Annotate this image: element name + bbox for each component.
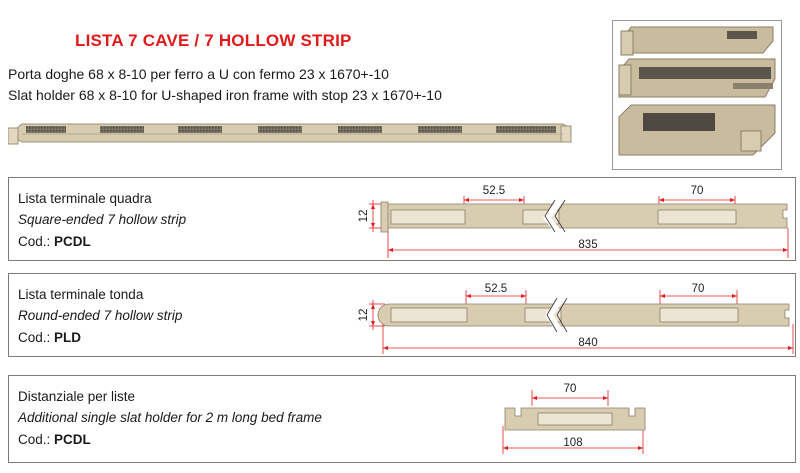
section-name-italian: Lista terminale quadra xyxy=(18,191,152,206)
height-dimension: 12 xyxy=(358,309,370,322)
round-ended-drawing: 52.5 70 840 12 xyxy=(358,283,794,354)
code-value: PLD xyxy=(54,330,82,345)
strip-overview-illustration xyxy=(8,123,572,145)
section-round-ended: Lista terminale tonda Round-ended 7 holl… xyxy=(8,273,796,357)
spacer-drawing: 70 108 xyxy=(502,383,646,454)
section-name-english: Round-ended 7 hollow strip xyxy=(18,308,183,323)
closeup-photo-box xyxy=(612,20,782,170)
description-english: Slat holder 68 x 8-10 for U-shaped iron … xyxy=(8,87,442,103)
product-code: Cod.: PLD xyxy=(18,330,81,345)
section-square-ended: Lista terminale quadra Square-ended 7 ho… xyxy=(8,177,796,261)
closeup-piece-2 xyxy=(618,58,776,98)
closeup-render-illustration xyxy=(613,21,781,169)
code-label: Cod.: xyxy=(18,432,51,447)
section-name-english: Square-ended 7 hollow strip xyxy=(18,212,187,227)
section-name-italian: Distanziale per liste xyxy=(18,389,136,404)
gap-dimension: 52.5 xyxy=(483,185,505,197)
description-italian: Porta doghe 68 x 8-10 per ferro a U con … xyxy=(8,66,389,82)
slot-dimension: 70 xyxy=(692,283,705,295)
square-ended-drawing: 52.5 70 835 12 xyxy=(358,185,789,258)
closeup-piece-3 xyxy=(618,104,776,156)
section-name-italian: Lista terminale tonda xyxy=(18,287,144,302)
total-length-dimension: 835 xyxy=(578,239,597,251)
height-dimension: 12 xyxy=(358,210,370,223)
page-title: LISTA 7 CAVE / 7 HOLLOW STRIP xyxy=(75,31,352,50)
total-length-dimension: 840 xyxy=(578,337,597,349)
code-label: Cod.: xyxy=(18,234,51,249)
total-length-dimension: 108 xyxy=(563,437,582,449)
slot-dimension: 70 xyxy=(564,383,577,395)
closeup-piece-1 xyxy=(620,26,774,56)
code-value: PCDL xyxy=(54,432,91,447)
code-value: PCDL xyxy=(54,234,91,249)
code-label: Cod.: xyxy=(18,330,51,345)
section-name-english: Additional single slat holder for 2 m lo… xyxy=(18,410,322,425)
slot-dimension: 70 xyxy=(691,185,704,197)
section-spacer: Distanziale per liste Additional single … xyxy=(8,375,796,463)
product-code: Cod.: PCDL xyxy=(18,432,91,447)
gap-dimension: 52.5 xyxy=(485,283,507,295)
product-code: Cod.: PCDL xyxy=(18,234,91,249)
